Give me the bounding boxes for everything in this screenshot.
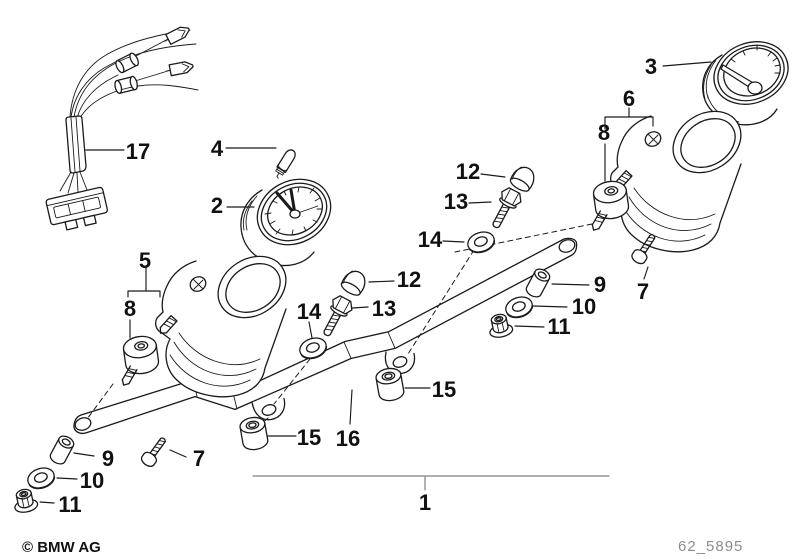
callout-13-right: 13 [444,189,468,214]
screw-7-left [138,433,171,470]
spacer-sleeve-left [47,433,77,467]
callout-1: 1 [419,490,431,515]
callout-14-left: 14 [297,299,322,324]
rubber-mount-left [113,333,163,389]
callout-16: 16 [336,426,360,451]
hex-bolt-right [485,185,525,233]
callout-10-left: 10 [80,468,104,493]
callout-10-right: 10 [572,294,596,319]
callout-12-right: 12 [456,159,480,184]
gauge-housing-right [609,98,754,253]
callout-7-right: 7 [637,279,649,304]
callout-7-left: 7 [193,446,205,471]
rev-counter-gauge [702,41,789,126]
nut-11-left [10,486,40,515]
callout-11-left: 11 [58,492,81,517]
harness-grommet [114,75,138,94]
callout-8-left: 8 [124,296,136,321]
callout-9-right: 9 [594,272,606,297]
callout-2: 2 [211,193,223,218]
assembly-dimension-line [252,475,610,491]
callout-13-left: 13 [372,296,396,321]
callout-8-right: 8 [598,120,610,145]
copyright-text: © BMW AG [22,539,101,556]
callout-labels: 1 2 3 4 5 6 7 7 8 8 9 9 10 10 11 11 12 1… [58,54,657,517]
callout-12-left: 12 [397,267,421,292]
clock-face-ticks [264,186,323,236]
callout-15-right: 15 [432,377,456,402]
callout-4: 4 [211,136,224,161]
callout-17: 17 [126,139,150,164]
callout-15-left: 15 [297,425,321,450]
clock-gauge [240,178,332,267]
callout-9-left: 9 [102,446,114,471]
grommet-15-right [374,365,406,404]
drawing-number: 62_5895 [678,538,743,555]
callout-6: 6 [623,86,635,111]
spade-connector [165,61,194,77]
leader-lines [39,61,712,504]
spade-connector [164,26,190,45]
washer-14-right [464,228,498,257]
grommet-15-left [238,414,270,453]
wiring-harness [45,26,199,231]
bulb [275,149,296,179]
harness-grommet [115,52,139,74]
callout-11-right: 11 [547,314,570,339]
hex-bolt-left [316,293,356,341]
callout-5: 5 [139,248,151,273]
washer-10-left [24,464,58,493]
washer-10-right [502,293,536,322]
callout-3: 3 [645,54,657,79]
cap-nut-left [338,266,371,299]
callout-14-right: 14 [418,227,443,252]
multipin-connector [45,186,109,231]
